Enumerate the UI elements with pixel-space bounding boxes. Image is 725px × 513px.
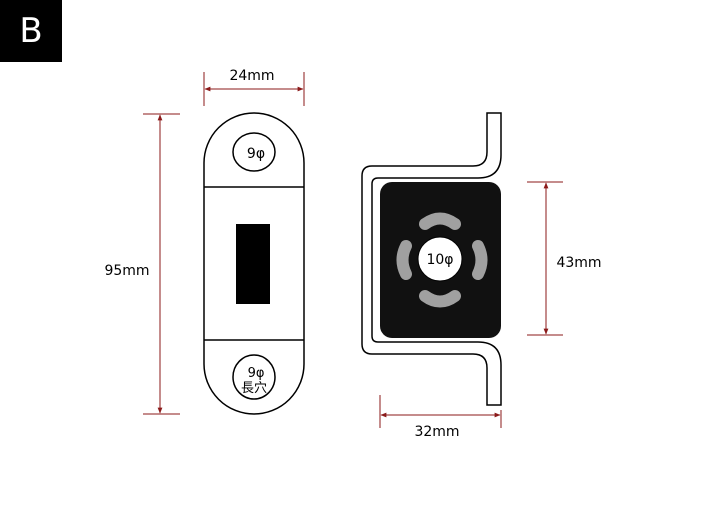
side-height-label: 43mm bbox=[556, 255, 601, 271]
front-outline bbox=[203, 112, 305, 415]
top-hole bbox=[232, 132, 276, 172]
top-hole-label: 9φ bbox=[247, 146, 265, 162]
center-slot bbox=[236, 224, 270, 304]
bottom-hole-label-line2: 長穴 bbox=[241, 381, 267, 396]
rubber-slot-top bbox=[419, 212, 461, 230]
bracket-outline bbox=[361, 112, 502, 406]
center-hole-label: 10φ bbox=[426, 252, 453, 268]
front-height-label: 95mm bbox=[104, 263, 149, 279]
rubber-slot-left bbox=[396, 240, 412, 280]
side-view: 10φ 43mm 32mm bbox=[361, 112, 602, 440]
section-badge: B bbox=[0, 0, 62, 62]
section-letter: B bbox=[19, 11, 43, 51]
bottom-hole-label-line1: 9φ bbox=[248, 366, 265, 381]
rubber-slot-right bbox=[472, 240, 488, 280]
rubber-slots bbox=[396, 212, 488, 308]
front-view: 9φ 9φ 長穴 24mm 95mm bbox=[104, 68, 305, 415]
rubber-slot-bottom bbox=[419, 290, 461, 308]
front-width-label: 24mm bbox=[229, 68, 274, 84]
side-width-label: 32mm bbox=[414, 424, 459, 440]
bottom-slot-hole bbox=[232, 354, 276, 400]
center-bolt-hole bbox=[417, 236, 463, 282]
